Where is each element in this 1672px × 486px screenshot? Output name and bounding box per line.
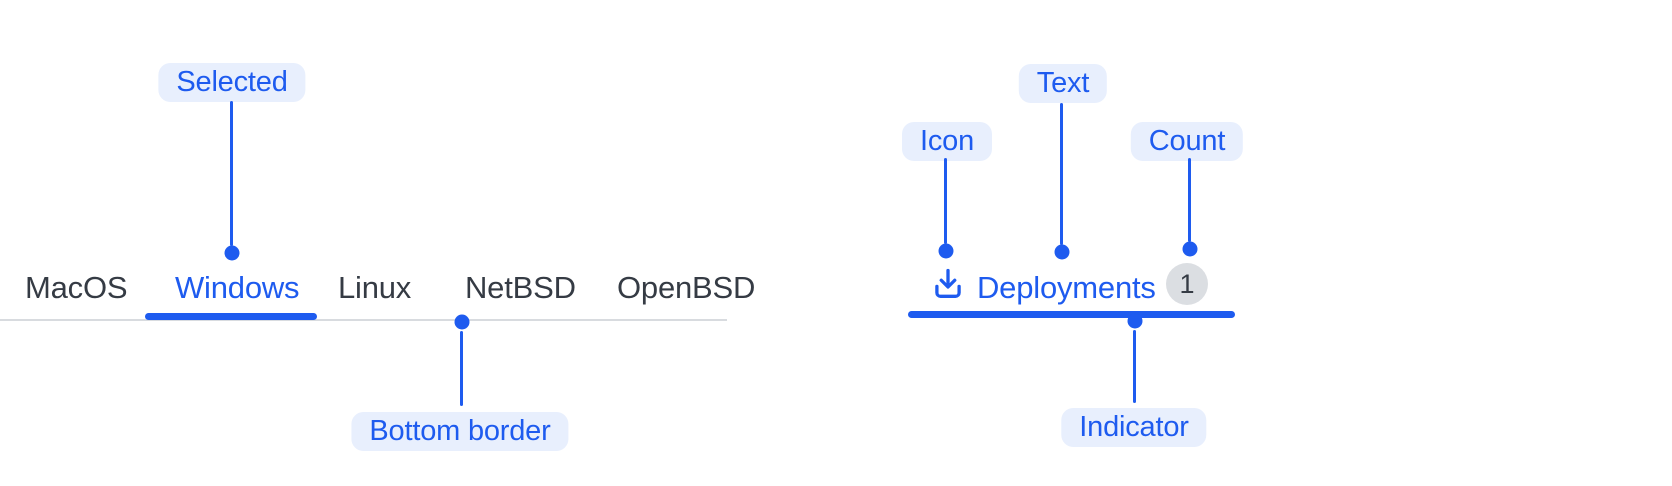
selected-connector-line xyxy=(230,101,233,246)
bottom-border-connector-dot xyxy=(454,314,470,330)
count-connector-line xyxy=(1188,158,1191,242)
tab-windows[interactable]: Windows xyxy=(175,270,300,305)
icon-connector-dot xyxy=(938,243,954,259)
indicator-connector-dot xyxy=(1127,313,1143,329)
count-badge: 1 xyxy=(1166,263,1208,305)
count-connector-dot xyxy=(1182,241,1198,257)
tab-deployments[interactable]: Deployments xyxy=(977,270,1156,305)
bottom-border-connector-line xyxy=(460,331,463,406)
selected-tab-underline xyxy=(145,313,317,320)
tab-openbsd[interactable]: OpenBSD xyxy=(617,270,756,305)
tablist-bottom-border xyxy=(0,319,727,321)
tab-macos[interactable]: MacOS xyxy=(25,270,128,305)
indicator-connector-line xyxy=(1133,330,1136,403)
icon-annotation-pill: Icon xyxy=(901,122,993,161)
selected-connector-dot xyxy=(224,245,240,261)
bottom-border-annotation-pill: Bottom border xyxy=(351,412,569,451)
download-icon xyxy=(930,266,966,307)
text-annotation-pill: Text xyxy=(1018,64,1108,103)
tab-netbsd[interactable]: NetBSD xyxy=(465,270,576,305)
tab-linux[interactable]: Linux xyxy=(338,270,412,305)
count-annotation-pill: Count xyxy=(1130,122,1244,161)
icon-connector-line xyxy=(944,158,947,244)
selected-annotation-pill: Selected xyxy=(158,63,306,102)
indicator-annotation-pill: Indicator xyxy=(1061,408,1207,447)
text-connector-line xyxy=(1060,103,1063,245)
selected-tab-indicator xyxy=(908,311,1235,318)
text-connector-dot xyxy=(1054,244,1070,260)
